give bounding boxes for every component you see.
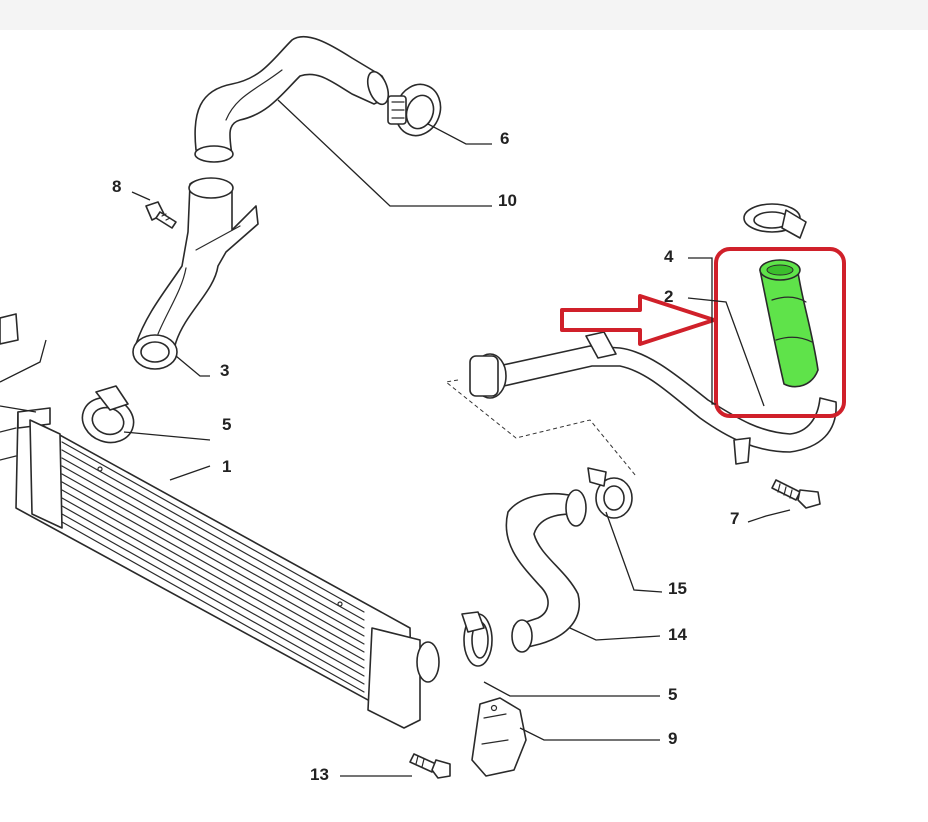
dashed-guide [444,379,637,477]
parts-sheet [0,30,928,822]
callout-3: 3 [220,361,229,380]
leader-lines [0,99,791,777]
callout-6: 6 [500,129,509,148]
callout-9: 9 [668,729,677,748]
highlighted-hose [759,259,819,388]
clamp-4 [743,203,807,239]
bolt-7 [771,479,821,509]
callout-14: 14 [668,625,687,644]
clamp-5-lower [461,611,493,667]
top-strip [0,0,928,30]
bracket-9 [471,697,527,777]
callout-2: 2 [664,287,673,306]
hose-14 [505,489,587,653]
callout-1: 1 [222,457,231,476]
callout-7: 7 [730,509,739,528]
bolt-8 [145,201,177,229]
clamp-6 [387,83,442,137]
intercooler-1 [0,313,440,729]
callout-10: 13 [310,765,329,784]
callout-4: 4 [664,247,674,266]
clamp-15 [587,467,633,519]
callout-5-lower: 5 [668,685,677,704]
hose-13 [194,35,390,163]
clamp-5-upper [81,385,135,444]
callout-15: 15 [668,579,687,598]
highlight-box [714,247,846,418]
callout-8: 8 [112,177,121,196]
bolt-10 [409,753,451,779]
pointer-arrow [560,294,716,346]
hose-3 [132,177,259,370]
callout-5-upper: 5 [222,415,231,434]
pipe-2 [469,331,837,465]
callout-13: 10 [498,191,517,210]
